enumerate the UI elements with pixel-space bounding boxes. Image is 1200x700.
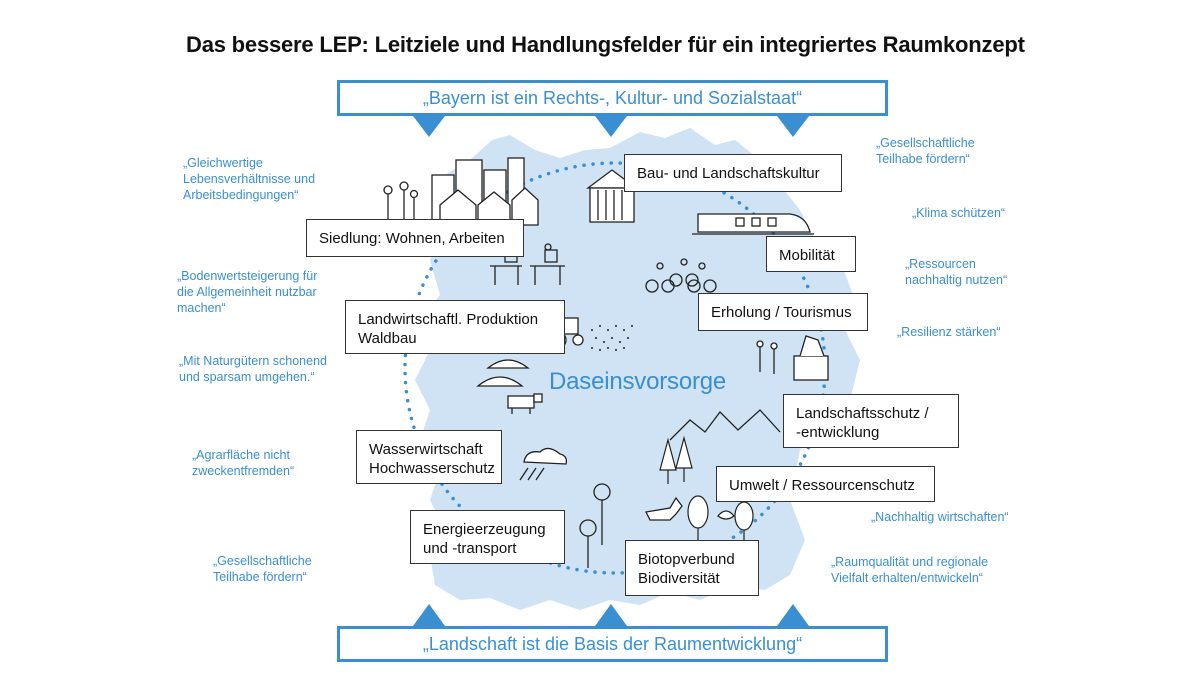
field-label: Siedlung: Wohnen, Arbeiten — [319, 230, 505, 247]
rain-cloud-icon — [519, 447, 568, 481]
bottom-banner: „Landschaft ist die Basis der Raumentwic… — [337, 626, 888, 662]
goal-line: Arbeitsbedingungen“ — [183, 188, 299, 202]
field-label: Erholung / Tourismus — [711, 304, 852, 321]
field-box-biotop: Biotopverbund Biodiversität — [625, 540, 759, 596]
field-icon — [591, 325, 633, 351]
field-box-erholung: Erholung / Tourismus — [698, 293, 868, 331]
fox-icon — [645, 496, 683, 521]
bird-icon — [717, 510, 735, 520]
field-label: -entwicklung — [796, 424, 880, 441]
goal-line: zweckentfremden“ — [192, 464, 295, 478]
goal-right-4: „Resilienz stärken“ — [897, 324, 1001, 340]
trees-icon — [659, 435, 754, 540]
field-label: Bau- und Landschaftskultur — [637, 165, 820, 182]
cow-icon — [507, 393, 543, 414]
field-label: Hochwasserschutz — [369, 460, 495, 477]
goal-left-5: „Gesellschaftliche Teilhabe fördern“ — [213, 553, 312, 585]
field-box-landwirtschaft: Landwirtschaftl. Produktion Waldbau — [345, 300, 565, 354]
mountains-icon — [669, 409, 781, 441]
field-box-umwelt: Umwelt / Ressourcenschutz — [716, 466, 935, 502]
field-label: Energieerzeugung — [423, 521, 546, 538]
goal-line: „Agrarfläche nicht — [192, 448, 290, 462]
field-label: Biotopverbund — [638, 551, 735, 568]
goal-line: „Klima schützen“ — [912, 206, 1006, 220]
top-banner: „Bayern ist ein Rechts-, Kultur- und Soz… — [337, 80, 888, 116]
goal-line: Teilhabe fördern“ — [876, 152, 970, 166]
goal-line: die Allgemeinheit nutzbar — [177, 285, 317, 299]
goal-right-1: „Gesellschaftliche Teilhabe fördern“ — [876, 135, 975, 167]
goal-line: „Resilienz stärken“ — [897, 325, 1001, 339]
goal-line: nachhaltig nutzen“ — [905, 273, 1008, 287]
field-box-mobilitaet: Mobilität — [766, 236, 856, 272]
field-label: und -transport — [423, 540, 517, 557]
goal-line: „Gesellschaftliche — [213, 554, 312, 568]
down-arrow-icon — [413, 116, 809, 137]
page-title: Das bessere LEP: Leitziele und Handlungs… — [186, 32, 1025, 57]
goal-line: „Mit Naturgütern schonend — [179, 354, 327, 368]
field-box-landschaftsschutz: Landschaftsschutz / -entwicklung — [783, 394, 959, 448]
goal-line: „Bodenwertsteigerung für — [177, 269, 318, 283]
people-icon — [383, 181, 419, 222]
train-icon — [692, 213, 814, 235]
field-label: Landschaftsschutz / — [796, 405, 929, 422]
goal-right-6: „Raumqualität und regionale Vielfalt erh… — [831, 554, 988, 586]
goal-left-1: „Gleichwertige Lebensverhältnisse und Ar… — [183, 155, 315, 203]
goal-left-4: „Agrarfläche nicht zweckentfremden“ — [192, 447, 294, 479]
field-label: Biodiversität — [638, 570, 720, 587]
up-arrow-icon — [413, 604, 809, 626]
field-label: Wasserwirtschaft — [369, 441, 483, 458]
city-skyline-icon — [431, 157, 539, 226]
goal-line: „Gesellschaftliche — [876, 136, 975, 150]
center-label: Daseinsvorsorge — [549, 368, 727, 395]
greenhouse-icon — [476, 359, 530, 387]
goal-line: „Ressourcen — [905, 257, 976, 271]
hikers-statue-icon — [756, 335, 829, 381]
goal-line: „Nachhaltig wirtschaften“ — [871, 510, 1009, 524]
goal-right-3: „Ressourcen nachhaltig nutzen“ — [905, 256, 1007, 288]
goal-line: Vielfalt erhalten/entwickeln“ — [831, 571, 983, 585]
wind-turbine-icon — [579, 483, 611, 568]
field-label: Landwirtschaftl. Produktion — [358, 311, 539, 328]
cyclists-icon — [645, 258, 717, 293]
field-label: Umwelt / Ressourcenschutz — [729, 477, 915, 494]
field-box-wasser: Wasserwirtschaft Hochwasserschutz — [356, 430, 502, 484]
goal-line: und sparsam umgehen.“ — [179, 370, 315, 384]
field-box-energie: Energieerzeugung und -transport — [410, 510, 565, 564]
field-label: Waldbau — [358, 330, 417, 347]
goal-line: „Gleichwertige — [183, 156, 263, 170]
goal-line: Lebensverhältnisse und — [183, 172, 316, 186]
goal-line: machen“ — [177, 301, 226, 315]
goal-right-5: „Nachhaltig wirtschaften“ — [871, 509, 1009, 525]
field-box-bau: Bau- und Landschaftskultur — [624, 154, 842, 192]
goal-line: Teilhabe fördern“ — [213, 570, 307, 584]
field-label: Mobilität — [779, 247, 835, 264]
goal-right-2: „Klima schützen“ — [912, 205, 1005, 221]
field-box-siedlung: Siedlung: Wohnen, Arbeiten — [306, 219, 524, 257]
goal-left-2: „Bodenwertsteigerung für die Allgemeinhe… — [177, 268, 317, 316]
goal-left-3: „Mit Naturgütern schonend und sparsam um… — [179, 353, 327, 385]
goal-line: „Raumqualität und regionale — [831, 555, 989, 569]
